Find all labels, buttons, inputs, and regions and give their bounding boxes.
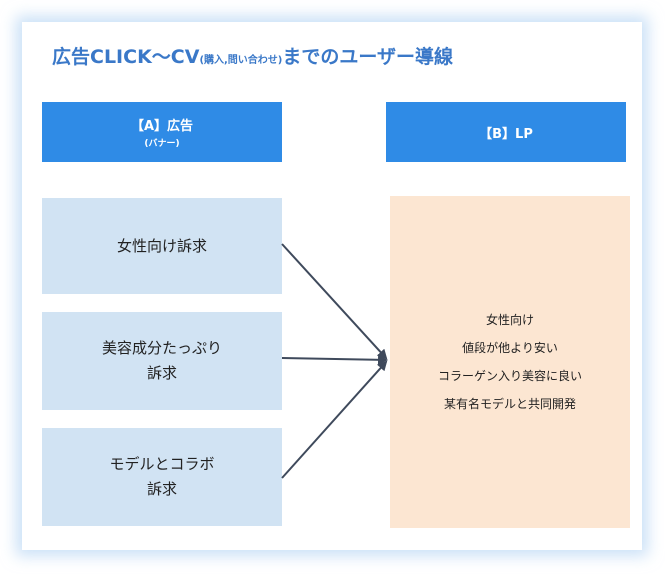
diagram-card: 広告CLICK〜CV(購入,問い合わせ)までのユーザー導線 【A】広告 (バナー…	[22, 22, 642, 550]
ad-box-line: 美容成分たっぷり	[101, 339, 222, 357]
ad-box-line: モデルとコラボ	[109, 455, 215, 473]
lp-line: コラーゲン入り美容に良い	[437, 369, 582, 383]
header-lp-column: 【B】LP	[386, 102, 626, 162]
ad-box-model-collab: モデルとコラボ 訴求	[42, 428, 282, 526]
lp-line: 値段が他より安い	[462, 341, 558, 355]
arrow-ad1-to-lp	[281, 243, 388, 360]
diagram-title: 広告CLICK〜CV(購入,問い合わせ)までのユーザー導線	[52, 42, 453, 69]
ad-box-line: 女性向け訴求	[116, 236, 207, 255]
arrow-ad2-to-lp	[281, 354, 388, 365]
lp-content-box: 女性向け 値段が他より安い コラーゲン入り美容に良い 某有名モデルと共同開発	[390, 196, 630, 528]
arrow-ad3-to-lp	[281, 360, 388, 479]
header-lp-label: 【B】LP	[479, 126, 533, 142]
ad-box-female-appeal: 女性向け訴求	[42, 198, 282, 294]
ad-box-line: 訴求	[146, 480, 177, 498]
ad-box-beauty-ingredients: 美容成分たっぷり 訴求	[42, 312, 282, 410]
lp-line: 某有名モデルと共同開発	[443, 397, 576, 411]
title-main: 広告CLICK〜CV	[52, 46, 200, 68]
header-ad-sublabel: (バナー)	[144, 139, 180, 149]
header-ad-label: 【A】広告	[130, 119, 194, 134]
title-suffix: までのユーザー導線	[282, 46, 454, 68]
ad-box-line: 訴求	[146, 364, 177, 382]
lp-line: 女性向け	[485, 313, 534, 327]
title-small: (購入,問い合わせ)	[199, 55, 283, 66]
header-ad-column: 【A】広告 (バナー)	[42, 102, 282, 162]
